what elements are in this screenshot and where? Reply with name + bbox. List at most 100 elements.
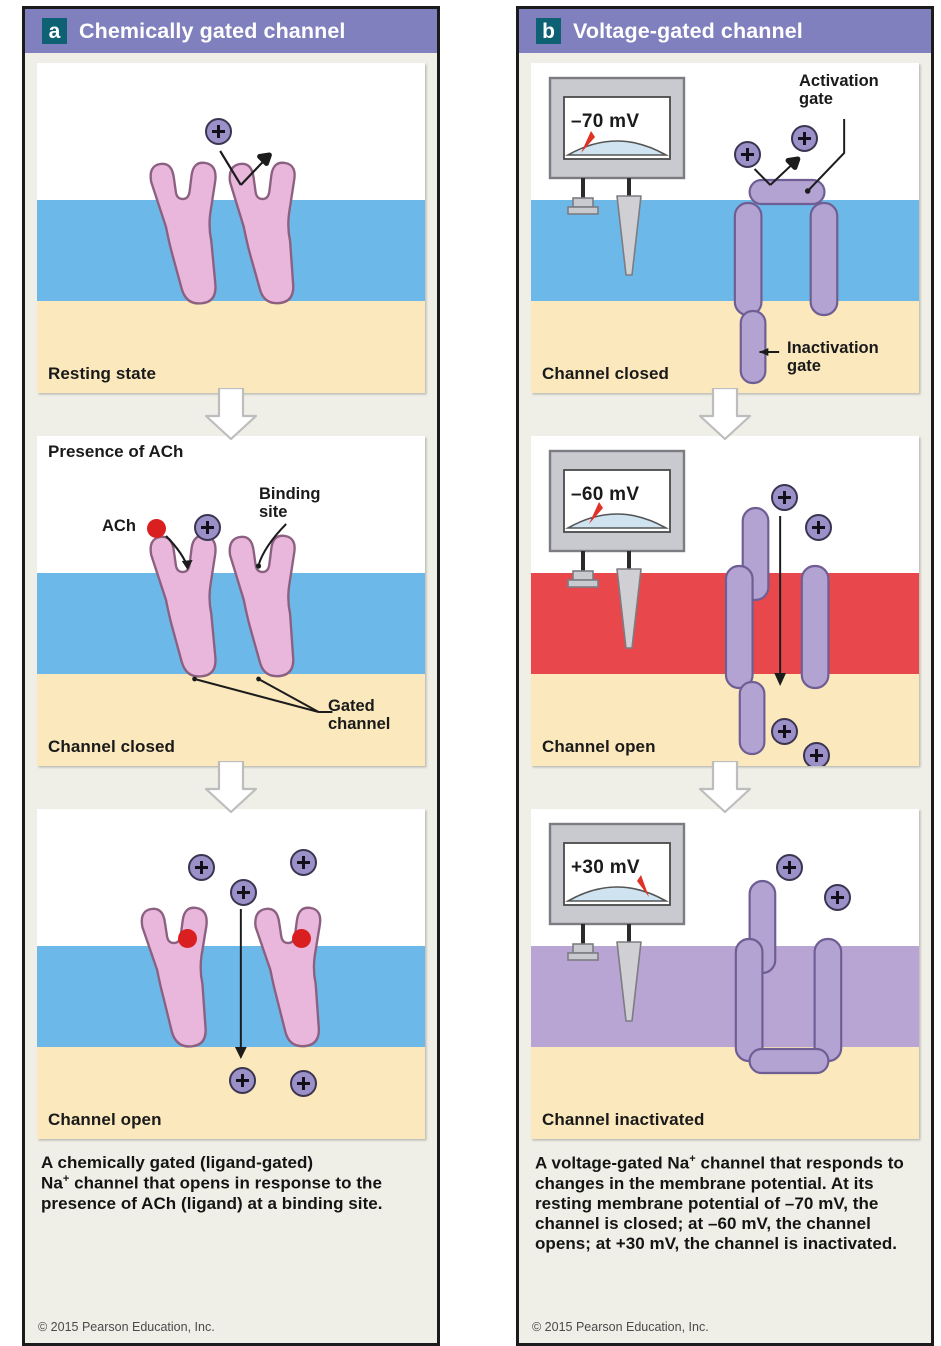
ach-bound-right <box>292 929 311 948</box>
caption-na-charge: + <box>62 1173 70 1186</box>
sodium-ion-outside-left <box>771 484 798 511</box>
voltage-gated-channel-open <box>724 506 830 756</box>
down-arrow-icon <box>204 388 258 440</box>
channel-protein-closed <box>149 534 296 678</box>
cytosol-region <box>531 674 919 766</box>
transition-2 <box>531 761 919 813</box>
caption-na: Na <box>41 1173 63 1193</box>
membrane-band <box>37 200 425 301</box>
voltage-reading: –60 mV <box>571 484 640 505</box>
top-label-presence-of-ach: Presence of ACh <box>48 442 184 461</box>
stage-b-channel-inactivated: +30 mV Channel inactivated <box>531 809 919 1139</box>
voltmeter <box>547 821 687 1031</box>
ion-flow-arrow <box>774 516 787 686</box>
sodium-ion-right <box>791 125 818 152</box>
copyright-notice: © 2015 Pearson Education, Inc. <box>38 1320 215 1334</box>
caption-na: Na <box>667 1153 690 1173</box>
ion-blocked-arrow <box>219 150 272 186</box>
caption-rest: channel that opens in response to the pr… <box>41 1173 383 1213</box>
inactivation-gate-closed <box>748 1047 830 1075</box>
transition-1 <box>37 388 425 440</box>
gated-channel-label: Gated channel <box>328 697 391 733</box>
down-arrow-icon <box>698 388 752 440</box>
stage-b-channel-closed: –70 mV <box>531 63 919 393</box>
sodium-ion-inside-right <box>803 742 830 766</box>
transition-1 <box>531 388 919 440</box>
panel-b-stages: –70 mV <box>519 53 931 1139</box>
voltage-reading: –70 mV <box>571 111 640 132</box>
sodium-ion-outside-left <box>188 854 215 881</box>
panel-a-header: a Chemically gated channel <box>25 9 437 53</box>
sodium-ion-inside-left <box>771 718 798 745</box>
panel-a-caption: A chemically gated (ligand-gated) Na+ ch… <box>25 1139 437 1214</box>
sodium-ion-outside-right <box>290 849 317 876</box>
sodium-ion-left <box>734 141 761 168</box>
voltage-reading: +30 mV <box>571 857 640 878</box>
cytosol-region <box>37 1047 425 1139</box>
activation-gate-label: Activation gate <box>799 72 879 108</box>
sodium-ion <box>205 118 232 145</box>
state-label: Channel closed <box>542 364 670 383</box>
sodium-ion-entering <box>230 879 257 906</box>
membrane-band <box>37 946 425 1047</box>
voltmeter <box>547 75 687 285</box>
channel-protein-closed <box>149 161 296 305</box>
state-label: Channel open <box>48 1110 162 1129</box>
inactivation-gate-open <box>738 680 766 756</box>
sodium-ion-outside-left <box>776 854 803 881</box>
membrane-band-inactivated <box>531 946 919 1047</box>
caption-line-1: A voltage-gated <box>535 1153 668 1173</box>
panel-a-badge: a <box>42 18 67 44</box>
sodium-ion-inside-left <box>229 1067 256 1094</box>
activation-gate-closed <box>748 178 826 206</box>
caption-line-1: A chemically gated (ligand-gated) <box>41 1153 314 1172</box>
stage-a-channel-open: Channel open <box>37 809 425 1139</box>
membrane-band <box>531 200 919 301</box>
cytosol-region <box>531 1047 919 1139</box>
ach-label: ACh <box>102 517 136 535</box>
stage-b-channel-open: –60 mV Channel open <box>531 436 919 766</box>
stage-a-resting-state: Resting state <box>37 63 425 393</box>
stage-a-channel-closed: Presence of ACh ACh Binding site Gated c… <box>37 436 425 766</box>
inactivation-gate-open <box>739 309 767 385</box>
transition-2 <box>37 761 425 813</box>
panel-chemically-gated-channel: a Chemically gated channel <box>22 6 440 1346</box>
cytosol-region <box>531 301 919 393</box>
caption-rest: channel that responds to changes in the … <box>535 1153 904 1253</box>
panel-a-stages: Resting state Presence of ACh ACh <box>25 53 437 1139</box>
voltmeter-graphic <box>548 449 686 649</box>
copyright-notice: © 2015 Pearson Education, Inc. <box>532 1320 709 1334</box>
inactivation-gate-label: Inactivation gate <box>787 339 879 375</box>
ion-flow-arrow <box>234 909 247 1059</box>
state-label: Resting state <box>48 364 157 383</box>
cytosol-region <box>37 301 425 393</box>
voltage-gated-channel-inactivated <box>734 879 843 1075</box>
voltmeter <box>547 448 687 658</box>
extracellular-region <box>37 809 425 946</box>
panel-b-badge: b <box>536 18 561 44</box>
binding-site-label: Binding site <box>259 485 321 521</box>
annotation-leaders <box>753 119 846 356</box>
panel-voltage-gated-channel: b Voltage-gated channel <box>516 6 934 1346</box>
sodium-ion-inside-right <box>290 1070 317 1097</box>
state-label: Channel open <box>542 737 656 756</box>
voltmeter-graphic <box>548 76 686 276</box>
state-label: Channel closed <box>48 737 176 756</box>
caption-na-charge: + <box>689 1153 696 1165</box>
sodium-ion-outside-right <box>805 514 832 541</box>
down-arrow-icon <box>698 761 752 813</box>
sodium-ion-outside-right <box>824 884 851 911</box>
sodium-ion <box>194 514 221 541</box>
panel-b-caption: A voltage-gated Na+ channel that respond… <box>519 1139 931 1254</box>
voltage-gated-channel-closed <box>733 178 839 385</box>
panel-a-title: Chemically gated channel <box>79 18 346 43</box>
panel-b-header: b Voltage-gated channel <box>519 9 931 53</box>
ach-bound-left <box>178 929 197 948</box>
state-label: Channel inactivated <box>542 1110 705 1129</box>
voltmeter-graphic <box>548 822 686 1022</box>
panel-b-title: Voltage-gated channel <box>573 18 803 43</box>
membrane-band <box>37 573 425 674</box>
ach-molecule <box>147 519 166 538</box>
down-arrow-icon <box>204 761 258 813</box>
